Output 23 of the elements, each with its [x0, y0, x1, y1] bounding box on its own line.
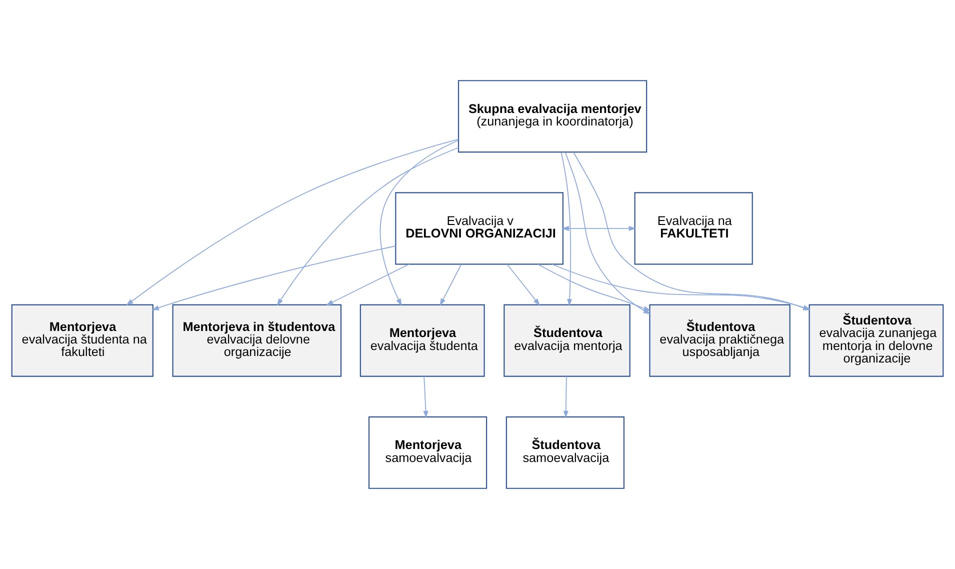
arrow [276, 147, 459, 306]
arrow [537, 264, 651, 312]
arrow [563, 376, 568, 418]
arrow [506, 264, 540, 306]
arrow [326, 264, 410, 306]
node-box: Študentova evalvacija praktičnega usposabljanja [649, 304, 790, 377]
node-box: Evalvacija na FAKULTETI [634, 192, 753, 265]
arrow [423, 376, 428, 418]
node-box: Študentova evalvacija zunanjega mentorja in delovne organizacije [808, 304, 944, 377]
arrow [562, 226, 636, 231]
node-box: Mentorjeva samoevalvacija [368, 416, 488, 489]
arrow [440, 264, 462, 306]
arrow [560, 152, 572, 306]
node-box: Mentorjeva evalvacija študenta na fakulteti [11, 304, 154, 377]
node-box: Mentorjeva evalvacija študenta [360, 304, 485, 377]
node-box: Evalvacija v DELOVNI ORGANIZACIJI [395, 192, 564, 265]
node-box: Študentova evalvacija mentorja [504, 304, 630, 377]
arrow [380, 140, 459, 306]
node-box: Skupna evalvacija mentorjev (zunanjega in koordinatorja) [458, 80, 648, 153]
arrow [152, 246, 396, 310]
arrow [126, 138, 459, 306]
node-box: Študentova samoevalvacija [506, 416, 625, 489]
node-box: Mentorjeva in študentova evalvacija delovne organizacije [172, 304, 342, 377]
